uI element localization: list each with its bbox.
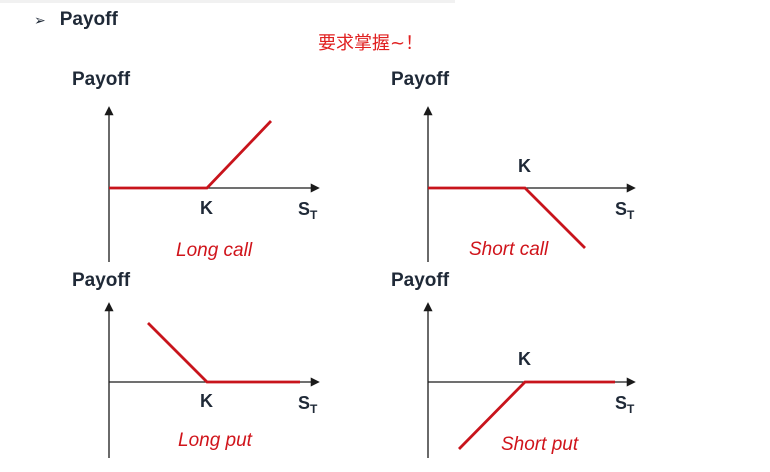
panel-long-call: Payoff K ST Long call <box>72 69 320 262</box>
section-heading: ➢ Payoff <box>34 9 118 31</box>
panel-caption: Short call <box>469 239 549 260</box>
section-heading-text: Payoff <box>59 9 118 30</box>
x-axis-label: ST <box>615 199 635 222</box>
strike-label: K <box>518 349 531 369</box>
x-axis-label-main: S <box>298 199 310 219</box>
x-axis-label-main: S <box>615 393 627 413</box>
payoff-line <box>428 186 586 249</box>
x-axis-label: ST <box>615 393 635 416</box>
x-axis-label-main: S <box>615 199 627 219</box>
requirement-note: 要求掌握~！ <box>318 33 424 54</box>
strike-label: K <box>200 198 213 218</box>
strike-label: K <box>200 391 213 411</box>
panel-short-put: Payoff K ST Short put <box>391 270 636 458</box>
panel-caption: Short put <box>501 434 579 455</box>
x-axis-label-main: S <box>298 393 310 413</box>
payoff-line <box>458 380 615 450</box>
top-rule <box>0 0 455 3</box>
y-axis-label: Payoff <box>72 69 131 90</box>
x-axis-label-subscript: T <box>627 208 635 222</box>
panel-caption: Long put <box>178 430 253 451</box>
y-axis-label: Payoff <box>391 69 450 90</box>
x-axis-label-subscript: T <box>627 402 635 416</box>
x-axis-label-subscript: T <box>310 208 318 222</box>
y-axis-label: Payoff <box>391 270 450 291</box>
x-axis-label: ST <box>298 199 318 222</box>
strike-label: K <box>518 156 531 176</box>
payoff-line <box>147 322 300 384</box>
payoff-line <box>109 120 273 190</box>
y-axis-label: Payoff <box>72 270 131 291</box>
panel-short-call: Payoff K ST Short call <box>391 69 636 262</box>
x-axis-label-subscript: T <box>310 402 318 416</box>
panel-caption: Long call <box>176 240 253 261</box>
arrow-bullet-icon: ➢ <box>34 12 46 28</box>
panel-long-put: Payoff K ST Long put <box>72 270 320 458</box>
x-axis-label: ST <box>298 393 318 416</box>
